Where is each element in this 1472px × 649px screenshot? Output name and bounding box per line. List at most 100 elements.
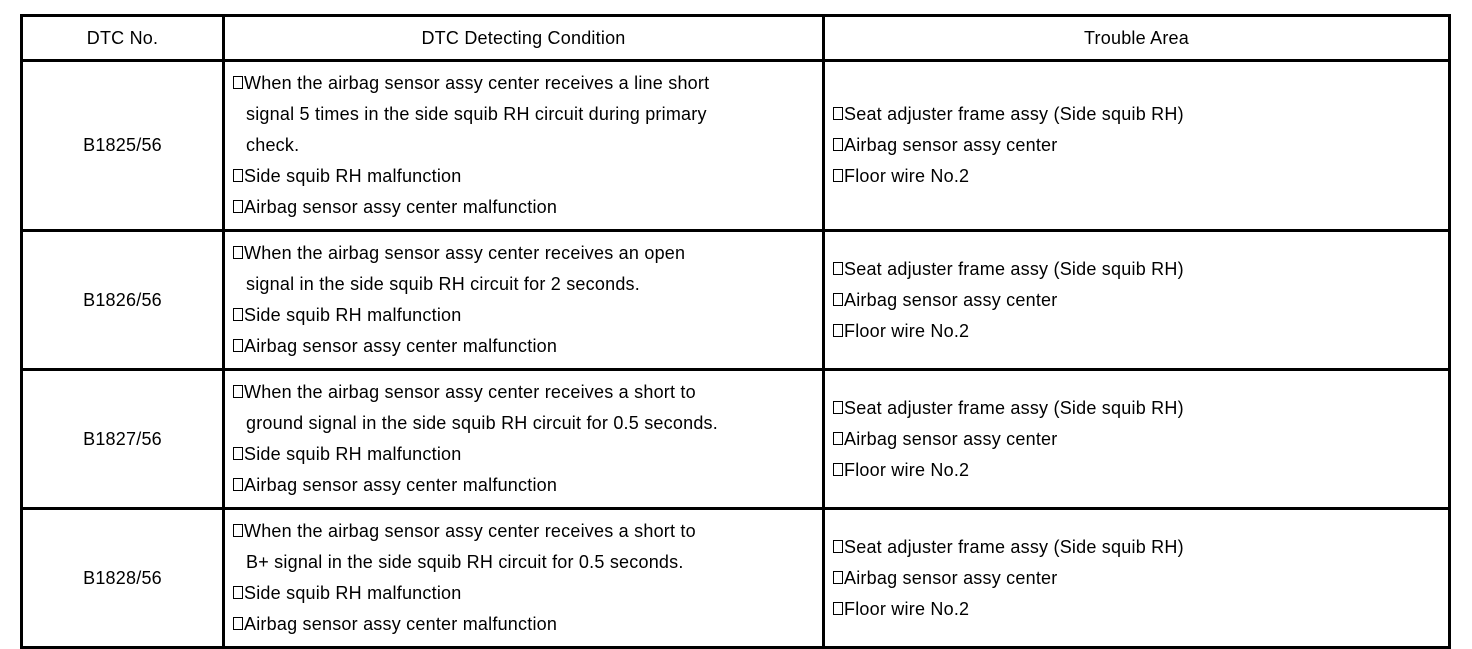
condition-text: Side squib RH malfunction xyxy=(244,166,462,186)
trouble-area-text: Airbag sensor assy center xyxy=(844,135,1058,155)
condition-text: Airbag sensor assy center malfunction xyxy=(244,614,558,634)
trouble-area-text: Seat adjuster frame assy (Side squib RH) xyxy=(844,397,1184,418)
list-item: Side squib RH malfunction xyxy=(233,439,814,470)
trouble-area-list: Seat adjuster frame assy (Side squib RH)… xyxy=(833,393,1440,486)
trouble-area-list: Seat adjuster frame assy (Side squib RH)… xyxy=(833,532,1440,625)
detecting-condition-cell: When the airbag sensor assy center recei… xyxy=(222,59,825,232)
condition-text: When the airbag sensor assy center recei… xyxy=(244,73,710,155)
trouble-area-text: Floor wire No.2 xyxy=(844,598,970,619)
table-row: B1828/56 When the airbag sensor assy cen… xyxy=(20,507,1451,649)
trouble-area-text: Seat adjuster frame assy (Side squib RH) xyxy=(844,104,1184,124)
condition-text: When the airbag sensor assy center recei… xyxy=(244,243,686,294)
trouble-area-text: Seat adjuster frame assy (Side squib RH) xyxy=(844,258,1184,279)
trouble-area-cell: Seat adjuster frame assy (Side squib RH)… xyxy=(822,229,1451,371)
list-item: Seat adjuster frame assy (Side squib RH) xyxy=(833,99,1440,130)
list-item: Airbag sensor assy center xyxy=(833,563,1440,594)
square-bullet-icon xyxy=(233,246,243,259)
square-bullet-icon xyxy=(233,478,243,491)
square-bullet-icon xyxy=(233,169,243,182)
list-item: Floor wire No.2 xyxy=(833,161,1440,192)
list-item: Airbag sensor assy center malfunction xyxy=(233,192,814,223)
trouble-area-text: Airbag sensor assy center xyxy=(844,567,1058,588)
square-bullet-icon xyxy=(833,601,843,615)
condition-text: Airbag sensor assy center malfunction xyxy=(244,475,558,495)
square-bullet-icon xyxy=(833,400,843,414)
column-header-dtc-no: DTC No. xyxy=(20,14,225,62)
trouble-area-cell: Seat adjuster frame assy (Side squib RH)… xyxy=(822,59,1451,232)
condition-text: Side squib RH malfunction xyxy=(244,444,462,464)
trouble-area-cell: Seat adjuster frame assy (Side squib RH)… xyxy=(822,368,1451,510)
condition-list: When the airbag sensor assy center recei… xyxy=(233,377,814,501)
list-item: Seat adjuster frame assy (Side squib RH) xyxy=(833,254,1440,285)
condition-text: Airbag sensor assy center malfunction xyxy=(244,336,558,356)
list-item: Side squib RH malfunction xyxy=(233,300,814,331)
list-item: Airbag sensor assy center xyxy=(833,285,1440,316)
list-item: When the airbag sensor assy center recei… xyxy=(233,68,814,161)
square-bullet-icon xyxy=(233,385,243,398)
list-item: Airbag sensor assy center xyxy=(833,424,1440,455)
dtc-code: B1827/56 xyxy=(20,368,225,510)
list-item: When the airbag sensor assy center recei… xyxy=(233,377,814,439)
square-bullet-icon xyxy=(233,617,243,630)
square-bullet-icon xyxy=(233,76,243,89)
square-bullet-icon xyxy=(833,107,843,120)
trouble-area-text: Airbag sensor assy center xyxy=(844,428,1058,449)
list-item: Floor wire No.2 xyxy=(833,594,1440,625)
table-header-row: DTC No. DTC Detecting Condition Trouble … xyxy=(20,14,1451,62)
list-item: When the airbag sensor assy center recei… xyxy=(233,516,814,578)
dtc-table: DTC No. DTC Detecting Condition Trouble … xyxy=(20,14,1451,649)
square-bullet-icon xyxy=(833,539,843,553)
table-row: B1827/56 When the airbag sensor assy cen… xyxy=(20,368,1451,510)
list-item: Side squib RH malfunction xyxy=(233,161,814,192)
square-bullet-icon xyxy=(233,339,243,352)
condition-text: When the airbag sensor assy center recei… xyxy=(244,521,696,572)
detecting-condition-cell: When the airbag sensor assy center recei… xyxy=(222,229,825,371)
trouble-area-text: Floor wire No.2 xyxy=(844,320,970,341)
column-header-trouble-area: Trouble Area xyxy=(822,14,1451,62)
condition-text: Side squib RH malfunction xyxy=(244,305,462,325)
table-row: B1826/56 When the airbag sensor assy cen… xyxy=(20,229,1451,371)
square-bullet-icon xyxy=(233,586,243,599)
detecting-condition-cell: When the airbag sensor assy center recei… xyxy=(222,368,825,510)
square-bullet-icon xyxy=(833,323,843,337)
detecting-condition-cell: When the airbag sensor assy center recei… xyxy=(222,507,825,649)
square-bullet-icon xyxy=(233,447,243,460)
list-item: Floor wire No.2 xyxy=(833,455,1440,486)
list-item: Seat adjuster frame assy (Side squib RH) xyxy=(833,393,1440,424)
list-item: Airbag sensor assy center malfunction xyxy=(233,609,814,640)
square-bullet-icon xyxy=(833,570,843,584)
condition-list: When the airbag sensor assy center recei… xyxy=(233,68,814,223)
list-item: Airbag sensor assy center xyxy=(833,130,1440,161)
trouble-area-text: Airbag sensor assy center xyxy=(844,289,1058,310)
list-item: Seat adjuster frame assy (Side squib RH) xyxy=(833,532,1440,563)
list-item: Airbag sensor assy center malfunction xyxy=(233,470,814,501)
table-row: B1825/56 When the airbag sensor assy cen… xyxy=(20,59,1451,232)
square-bullet-icon xyxy=(833,431,843,445)
list-item: When the airbag sensor assy center recei… xyxy=(233,238,814,300)
condition-text: When the airbag sensor assy center recei… xyxy=(244,382,718,433)
trouble-area-text: Floor wire No.2 xyxy=(844,459,970,480)
list-item: Floor wire No.2 xyxy=(833,316,1440,347)
square-bullet-icon xyxy=(833,292,843,306)
column-header-detecting-condition: DTC Detecting Condition xyxy=(222,14,825,62)
trouble-area-text: Seat adjuster frame assy (Side squib RH) xyxy=(844,536,1184,557)
square-bullet-icon xyxy=(233,524,243,537)
trouble-area-list: Seat adjuster frame assy (Side squib RH)… xyxy=(833,99,1440,192)
square-bullet-icon xyxy=(833,462,843,476)
trouble-area-list: Seat adjuster frame assy (Side squib RH)… xyxy=(833,254,1440,347)
dtc-code: B1825/56 xyxy=(20,59,225,232)
dtc-code: B1826/56 xyxy=(20,229,225,371)
condition-text: Side squib RH malfunction xyxy=(244,583,462,603)
square-bullet-icon xyxy=(833,138,843,151)
square-bullet-icon xyxy=(233,308,243,321)
condition-list: When the airbag sensor assy center recei… xyxy=(233,238,814,362)
square-bullet-icon xyxy=(833,169,843,182)
dtc-code: B1828/56 xyxy=(20,507,225,649)
square-bullet-icon xyxy=(233,200,243,213)
condition-list: When the airbag sensor assy center recei… xyxy=(233,516,814,640)
list-item: Airbag sensor assy center malfunction xyxy=(233,331,814,362)
list-item: Side squib RH malfunction xyxy=(233,578,814,609)
square-bullet-icon xyxy=(833,261,843,275)
condition-text: Airbag sensor assy center malfunction xyxy=(244,197,558,217)
